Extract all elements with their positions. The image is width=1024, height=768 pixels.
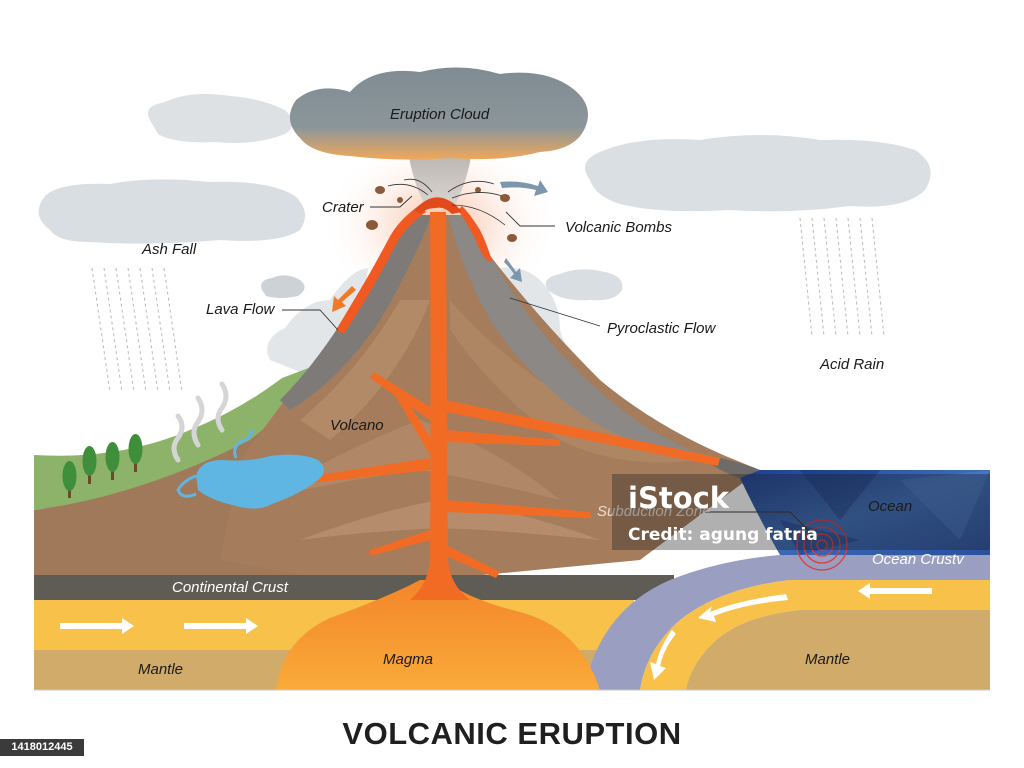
steam-vents [171, 381, 229, 463]
label-pyroclastic-flow: Pyroclastic Flow [607, 320, 717, 337]
label-eruption-cloud: Eruption Cloud [390, 106, 490, 123]
label-crater: Crater [322, 199, 365, 216]
eruption-cloud [289, 67, 588, 160]
crater [414, 197, 462, 214]
label-ocean: Ocean [868, 498, 912, 515]
label-mantle-right: Mantle [805, 651, 850, 668]
label-magma: Magma [383, 651, 433, 668]
continental-crust-band [34, 575, 674, 600]
eruption-plume [408, 150, 472, 205]
label-volcanic-bombs: Volcanic Bombs [565, 219, 672, 236]
trees [62, 434, 143, 498]
acid-rain-streaks [799, 217, 885, 337]
label-lava-flow: Lava Flow [206, 301, 276, 318]
watermark: iStock Credit: agung fatria [612, 474, 990, 550]
label-mantle-left: Mantle [138, 661, 183, 678]
mantle-right-lower [686, 610, 990, 690]
ejecta-arrows [500, 180, 548, 282]
leader-lines [282, 195, 819, 541]
ejecta-arcs [387, 178, 506, 226]
lava-flow [336, 205, 426, 334]
ocean-facets [780, 470, 990, 555]
earthquake-focus [796, 519, 848, 571]
smoke-left [267, 268, 368, 372]
lava-arrow [332, 286, 356, 312]
subducting-plate [584, 555, 990, 690]
ash-fall-streaks [91, 267, 183, 393]
mantle-down-arrow [650, 630, 676, 680]
label-ash-fall: Ash Fall [141, 241, 197, 258]
stream [233, 429, 254, 459]
label-acid-rain: Acid Rain [819, 356, 884, 373]
diagram-title: VOLCANIC ERUPTION [342, 716, 681, 751]
cloud-right [585, 135, 931, 212]
watermark-credit: Credit: agung fatria [628, 525, 818, 545]
magma-conduit [284, 212, 720, 600]
cloud-small-right [545, 269, 623, 301]
cloud-upper-left [147, 94, 293, 143]
lake [196, 454, 324, 509]
label-ocean-crust: Ocean Crustv [872, 551, 965, 568]
lava-flow-right [458, 206, 492, 262]
magma-chamber [276, 580, 600, 690]
label-continental-crust: Continental Crust [172, 579, 289, 596]
stock-id-badge: 1418012445 [0, 739, 84, 756]
ocean-water [740, 470, 990, 555]
label-volcano: Volcano [330, 417, 384, 434]
ash-cloud-left [38, 179, 305, 244]
watermark-brand: iStock [628, 481, 730, 515]
label-subduction-zone: Subduction Zone [597, 503, 710, 520]
mantle-arrows [60, 583, 932, 634]
cloud-small-left [261, 275, 305, 298]
volcanic-bombs [366, 186, 517, 242]
mantle-curve-arrow [698, 594, 788, 622]
river [176, 474, 197, 498]
